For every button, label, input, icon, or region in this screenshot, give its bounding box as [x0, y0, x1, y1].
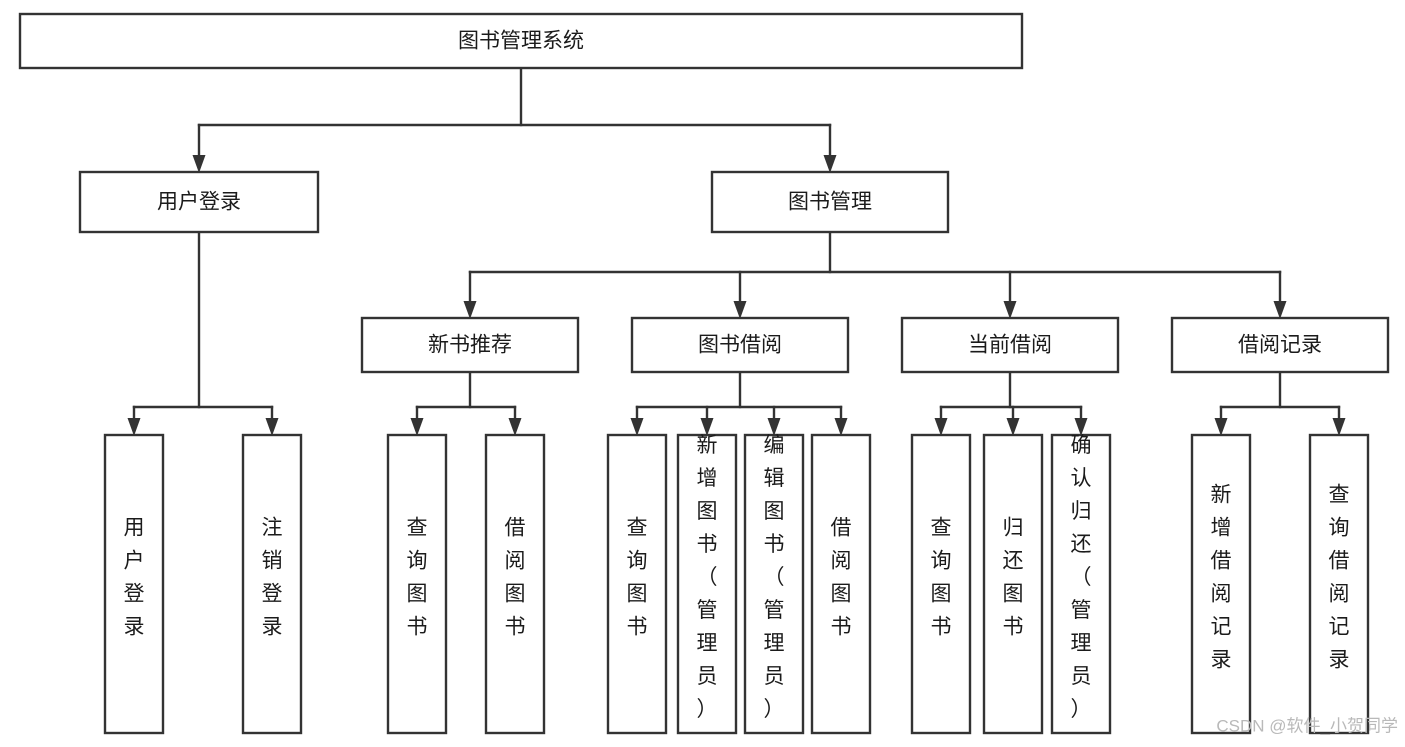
node-label-leaf-user-logout: 注销登录 [262, 517, 283, 639]
node-label-leaf-query-record: 查询借阅记录 [1329, 484, 1350, 672]
node-label-new-book-recommend: 新书推荐 [428, 334, 512, 357]
node-label-leaf-query-book-3: 查询图书 [931, 517, 952, 639]
node-label-borrow-record: 借阅记录 [1238, 334, 1322, 357]
node-leaf-confirm-return[interactable]: 确认归还（管理员） [1050, 433, 1112, 735]
arrow-head-leaf-user-logout [265, 418, 279, 436]
node-leaf-user-login[interactable]: 用户登录 [103, 433, 165, 735]
node-leaf-add-record[interactable]: 新增借阅记录 [1190, 433, 1252, 735]
node-root[interactable]: 图书管理系统 [18, 12, 1024, 70]
node-user-login[interactable]: 用户登录 [78, 170, 320, 234]
node-book-borrow[interactable]: 图书借阅 [630, 316, 850, 374]
edge-group-current-borrow [934, 370, 1088, 436]
node-label-current-borrow: 当前借阅 [968, 334, 1052, 357]
node-borrow-record[interactable]: 借阅记录 [1170, 316, 1390, 374]
edge-group-root [192, 66, 837, 173]
node-box-leaf-user-login[interactable] [103, 433, 165, 735]
node-box-leaf-borrow-book-1[interactable] [484, 433, 546, 735]
node-label-leaf-add-book: 新增图书（管理员） [697, 434, 718, 721]
node-leaf-query-book-2[interactable]: 查询图书 [606, 433, 668, 735]
edge-group-borrow-record [1214, 370, 1346, 436]
arrow-head-leaf-query-book-2 [630, 418, 644, 436]
arrow-head-leaf-edit-book [767, 418, 781, 436]
arrow-head-book-manage [823, 155, 837, 173]
arrow-head-leaf-query-book-3 [934, 418, 948, 436]
node-label-book-borrow: 图书借阅 [698, 334, 782, 357]
arrow-head-leaf-user-login [127, 418, 141, 436]
node-leaf-user-logout[interactable]: 注销登录 [241, 433, 303, 735]
edge-group-book-manage [463, 230, 1287, 319]
node-box-borrow-record[interactable] [1170, 316, 1390, 374]
arrow-head-borrow-record [1273, 301, 1287, 319]
edge-group-book-borrow [630, 370, 848, 436]
arrow-head-leaf-return-book [1006, 418, 1020, 436]
node-new-book-recommend[interactable]: 新书推荐 [360, 316, 580, 374]
node-box-book-borrow[interactable] [630, 316, 850, 374]
node-leaf-query-book-1[interactable]: 查询图书 [386, 433, 448, 735]
connector-layer [127, 66, 1346, 436]
arrow-head-leaf-borrow-book-1 [508, 418, 522, 436]
node-label-leaf-edit-book: 编辑图书（管理员） [764, 434, 785, 721]
edge-group-user-login [127, 230, 279, 436]
node-label-root: 图书管理系统 [458, 30, 584, 53]
node-box-leaf-confirm-return[interactable] [1050, 433, 1112, 735]
node-box-leaf-query-book-1[interactable] [386, 433, 448, 735]
node-box-leaf-query-book-2[interactable] [606, 433, 668, 735]
arrow-head-leaf-query-record [1332, 418, 1346, 436]
node-leaf-borrow-book-2[interactable]: 借阅图书 [810, 433, 872, 735]
node-current-borrow[interactable]: 当前借阅 [900, 316, 1120, 374]
node-leaf-query-record[interactable]: 查询借阅记录 [1308, 433, 1370, 735]
node-box-book-manage[interactable] [710, 170, 950, 234]
node-box-leaf-query-book-3[interactable] [910, 433, 972, 735]
node-label-leaf-user-login: 用户登录 [124, 517, 145, 639]
node-leaf-borrow-book-1[interactable]: 借阅图书 [484, 433, 546, 735]
csdn-watermark: CSDN @软件_小贺同学 [1216, 716, 1398, 735]
node-layer: 图书管理系统用户登录图书管理新书推荐图书借阅当前借阅借阅记录用户登录注销登录查询… [18, 12, 1390, 735]
node-box-current-borrow[interactable] [900, 316, 1120, 374]
node-label-leaf-confirm-return: 确认归还（管理员） [1071, 434, 1092, 721]
node-book-manage[interactable]: 图书管理 [710, 170, 950, 234]
arrow-head-leaf-borrow-book-2 [834, 418, 848, 436]
node-label-book-manage: 图书管理 [788, 191, 872, 214]
node-leaf-add-book[interactable]: 新增图书（管理员） [676, 433, 738, 735]
node-box-leaf-edit-book[interactable] [743, 433, 805, 735]
node-box-leaf-user-logout[interactable] [241, 433, 303, 735]
node-label-leaf-borrow-book-1: 借阅图书 [505, 517, 526, 639]
node-label-leaf-query-book-2: 查询图书 [627, 517, 648, 639]
node-box-leaf-borrow-book-2[interactable] [810, 433, 872, 735]
edge-group-new-book-recommend [410, 370, 522, 436]
node-label-leaf-query-book-1: 查询图书 [407, 517, 428, 639]
arrow-head-leaf-add-book [700, 418, 714, 436]
node-leaf-return-book[interactable]: 归还图书 [982, 433, 1044, 735]
node-label-leaf-return-book: 归还图书 [1003, 517, 1024, 639]
arrow-head-new-book-recommend [463, 301, 477, 319]
node-box-user-login[interactable] [78, 170, 320, 234]
node-box-leaf-return-book[interactable] [982, 433, 1044, 735]
node-box-root[interactable] [18, 12, 1024, 70]
node-label-user-login: 用户登录 [157, 191, 241, 214]
node-box-leaf-add-record[interactable] [1190, 433, 1252, 735]
arrow-head-book-borrow [733, 301, 747, 319]
node-label-leaf-borrow-book-2: 借阅图书 [831, 517, 852, 639]
node-box-leaf-add-book[interactable] [676, 433, 738, 735]
node-leaf-edit-book[interactable]: 编辑图书（管理员） [743, 433, 805, 735]
node-leaf-query-book-3[interactable]: 查询图书 [910, 433, 972, 735]
arrow-head-current-borrow [1003, 301, 1017, 319]
node-box-new-book-recommend[interactable] [360, 316, 580, 374]
arrow-head-user-login [192, 155, 206, 173]
arrow-head-leaf-confirm-return [1074, 418, 1088, 436]
arrow-head-leaf-add-record [1214, 418, 1228, 436]
arrow-head-leaf-query-book-1 [410, 418, 424, 436]
node-box-leaf-query-record[interactable] [1308, 433, 1370, 735]
node-label-leaf-add-record: 新增借阅记录 [1211, 484, 1232, 672]
